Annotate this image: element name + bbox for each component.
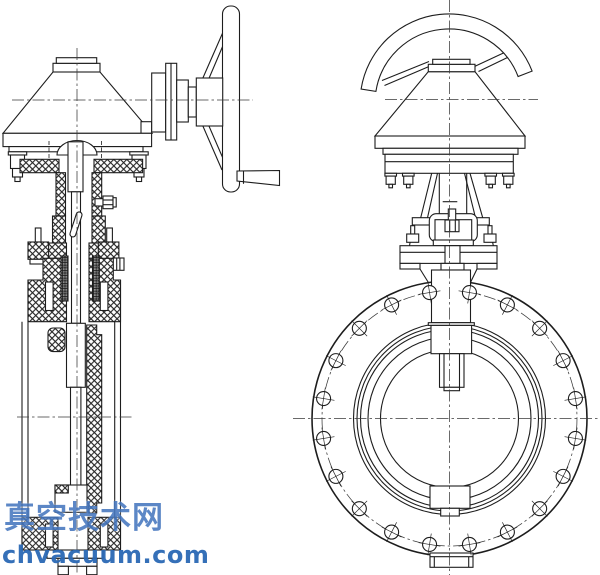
bracket-lower-flange: [399, 225, 498, 284]
gear-housing-side: [1, 57, 224, 141]
bracket-stud-bolts-front: [384, 172, 515, 189]
support-bracket-front: [374, 135, 526, 284]
gland-bolt: [94, 195, 117, 210]
handwheel-side: [201, 5, 281, 193]
front-view: [311, 13, 588, 568]
valve-stem: [67, 141, 84, 193]
centerlines: [12, 0, 600, 575]
handwheel-front: [360, 13, 533, 93]
valve-disc-section: [86, 324, 103, 514]
stem-pin: [69, 211, 83, 238]
valve-neck-side: [42, 141, 117, 324]
packing-gland-front: [428, 208, 478, 247]
side-view: [1, 5, 281, 575]
handwheel-rim: [221, 5, 241, 193]
handwheel-hub: [195, 77, 224, 127]
seat-ring-section: [47, 327, 66, 353]
flange-bolt-holes: [312, 281, 587, 556]
handwheel-rim-front: [360, 13, 533, 93]
valve-body-section: [21, 255, 122, 551]
crank-handle: [236, 169, 281, 187]
gear-housing-front: [373, 58, 527, 137]
stem-boss-bottom: [429, 485, 474, 568]
watermark-domain: chvacuum.com: [2, 541, 210, 569]
upper-stem-boss: [65, 322, 86, 388]
bottom-cover: [46, 549, 104, 575]
watermark-site-name: 真空技术网: [4, 500, 164, 536]
